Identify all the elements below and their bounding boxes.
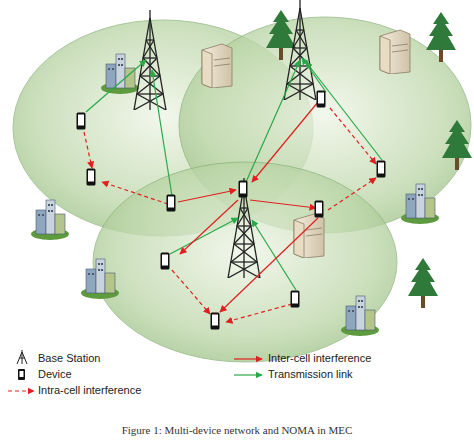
device-icon <box>291 291 300 308</box>
transmission-link <box>152 70 172 196</box>
device-icon <box>317 91 326 108</box>
intra-cell-arrow <box>84 132 92 168</box>
transmission-link <box>246 60 300 182</box>
inter-cell-arrow <box>250 200 316 208</box>
device-icon <box>315 201 324 218</box>
device-icon <box>167 195 176 212</box>
inter-cell-arrow <box>252 102 318 182</box>
building-icon <box>401 184 439 224</box>
legend-label: Inter-cell interference <box>268 352 371 365</box>
device-icon <box>211 313 220 330</box>
transmission-link <box>252 220 296 290</box>
cell-areas <box>13 17 471 362</box>
building-icon <box>101 54 139 94</box>
legend-tower-sample <box>17 350 27 364</box>
base-station-tower <box>228 178 260 278</box>
legend-intra-sample <box>8 390 34 391</box>
tree-icon <box>426 12 456 62</box>
intra-cell-arrow <box>226 304 292 322</box>
building-icon <box>81 259 119 299</box>
base-station-tower <box>134 10 166 110</box>
legend-link-sample <box>234 374 262 375</box>
legend-inter-sample <box>234 358 262 359</box>
legend-device-screen <box>20 371 24 377</box>
tree-icon <box>442 120 472 170</box>
device-icon <box>77 113 86 130</box>
transmission-links <box>86 58 382 290</box>
base-stations <box>134 0 410 278</box>
inter-cell-arrow <box>178 190 236 202</box>
figure-caption: Figure 1: Multi-device network and NOMA … <box>0 424 474 437</box>
intra-cell-arrow <box>328 178 376 210</box>
devices <box>77 91 386 330</box>
legend-device-sample <box>18 369 25 380</box>
inter-cell-arrow <box>220 218 318 312</box>
inter-cell-interference <box>178 102 318 312</box>
device-icon <box>161 253 170 270</box>
inter-cell-arrow <box>180 200 238 254</box>
transmission-link <box>306 62 382 160</box>
intra-cell-interference <box>84 108 376 322</box>
transmission-link <box>302 58 326 92</box>
scenery <box>31 10 472 336</box>
tree-icon <box>266 10 296 60</box>
edge-server <box>380 30 410 74</box>
building-icon <box>31 200 69 240</box>
legend-label: Transmission link <box>268 368 353 381</box>
legend-label: Device <box>38 368 72 381</box>
cell-area <box>93 162 397 362</box>
intra-cell-arrow <box>330 108 376 164</box>
legend-label: Base Station <box>38 352 100 365</box>
device-icon <box>239 181 248 198</box>
edge-server <box>202 44 232 88</box>
legend-label: Intra-cell interference <box>38 384 141 397</box>
intra-cell-arrow <box>172 270 210 314</box>
transmission-link <box>170 218 238 254</box>
intra-cell-arrow <box>102 182 168 204</box>
transmission-link <box>86 60 146 112</box>
device-icon <box>87 169 96 186</box>
tree-icon <box>408 258 438 308</box>
device-icon <box>377 161 386 178</box>
building-icon <box>341 296 379 336</box>
